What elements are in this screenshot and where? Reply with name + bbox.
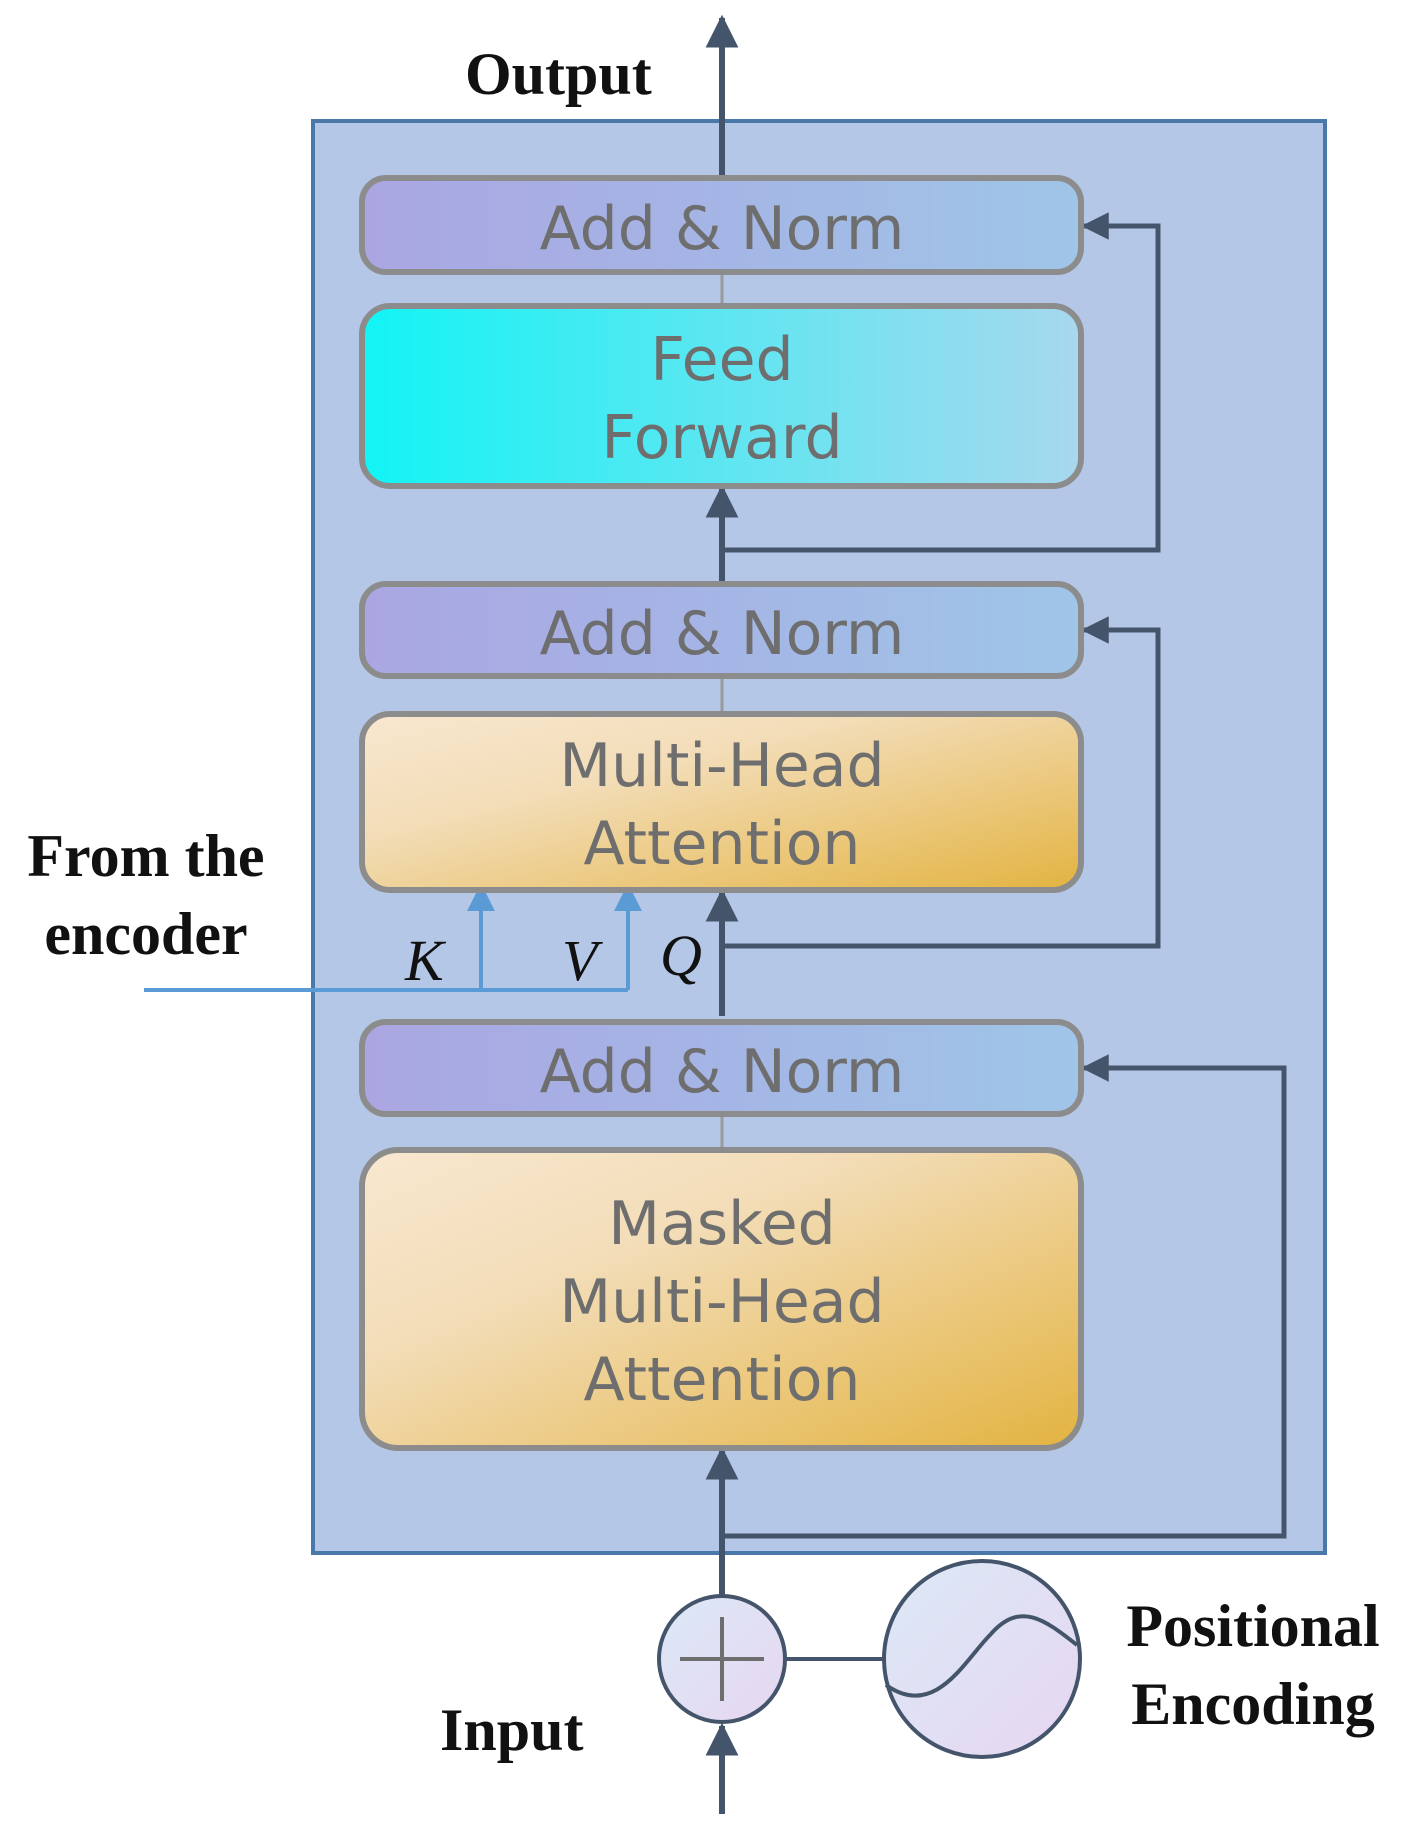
add-norm-top-block: Add & Norm <box>359 175 1084 275</box>
encoder-kv-arrows <box>144 883 642 992</box>
key-label: K <box>404 928 447 993</box>
add-circle <box>657 1594 787 1724</box>
multi-head-attention-label-line1: Multi-Head <box>559 731 884 801</box>
input-label: Input <box>440 1697 583 1763</box>
residual-attention <box>722 616 1161 949</box>
add-norm-bottom-label: Add & Norm <box>540 1037 905 1107</box>
add-norm-top-label: Add & Norm <box>540 194 905 264</box>
sine-wave-icon <box>884 1614 1079 1698</box>
residual-connections <box>722 212 1287 1539</box>
multi-head-attention-label-line2: Attention <box>584 809 861 879</box>
output-label: Output <box>465 41 652 107</box>
masked-attention-label-line1: Masked <box>608 1189 835 1259</box>
query-label: Q <box>660 923 702 988</box>
add-norm-mid-block: Add & Norm <box>359 581 1084 679</box>
feed-forward-label-line1: Feed <box>650 325 793 395</box>
value-label: V <box>562 928 604 993</box>
positional-encoding-circle <box>882 1559 1082 1759</box>
masked-multi-head-attention-block: Masked Multi-Head Attention <box>359 1147 1084 1451</box>
residual-feedforward <box>722 212 1161 553</box>
positional-encoding-label-line1: Positional <box>1126 1593 1379 1659</box>
from-encoder-label-line1: From the <box>27 823 264 889</box>
positional-encoding-label-line2: Encoding <box>1131 1671 1374 1737</box>
multi-head-attention-block: Multi-Head Attention <box>359 711 1084 893</box>
add-norm-bottom-block: Add & Norm <box>359 1019 1084 1117</box>
masked-attention-label-line2: Multi-Head <box>559 1267 884 1337</box>
masked-attention-label-line3: Attention <box>584 1345 861 1415</box>
feed-forward-label-line2: Forward <box>601 403 842 473</box>
add-norm-mid-label: Add & Norm <box>540 599 905 669</box>
residual-masked <box>722 1054 1287 1539</box>
feed-forward-block: Feed Forward <box>359 303 1084 489</box>
from-encoder-label-line2: encoder <box>44 901 247 967</box>
